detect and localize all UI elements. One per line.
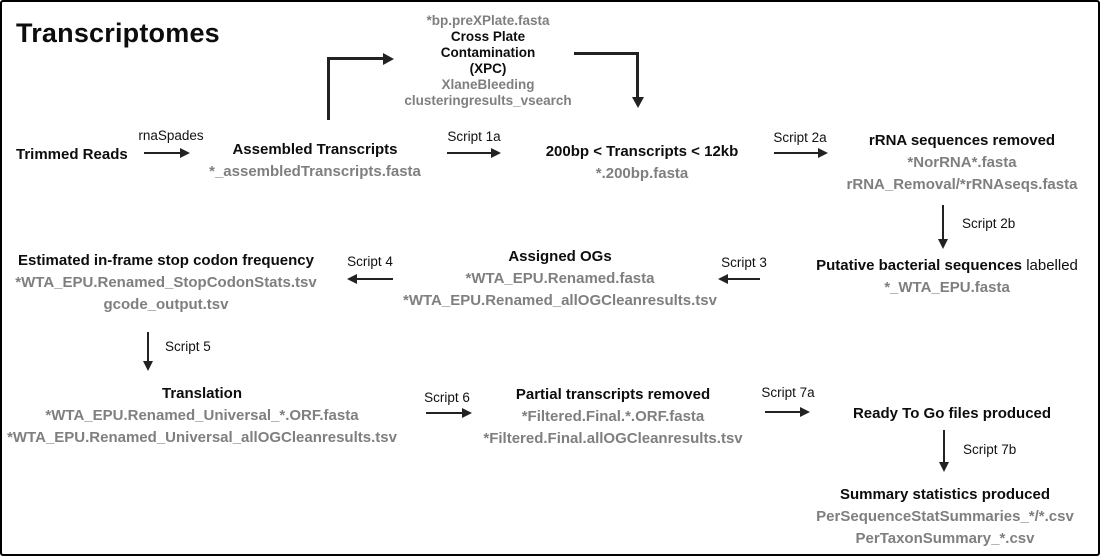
elbow-arrow-from-xpc-line	[636, 52, 639, 97]
node-file: PerTaxonSummary_*.csv	[855, 530, 1035, 547]
node-file: *.200bp.fasta	[595, 165, 689, 182]
node-title: (XPC)	[469, 61, 507, 76]
node-translation: Translation *WTA_EPU.Renamed_Universal_*…	[7, 382, 397, 449]
edge-label-script-6: Script 6	[424, 390, 470, 405]
node-file: *Filtered.Final.allOGCleanresults.tsv	[483, 430, 743, 447]
node-summary-statistics: Summary statistics produced PerSequenceS…	[816, 483, 1074, 550]
edge-label-script-2b: Script 2b	[962, 216, 1016, 231]
node-file: *WTA_EPU.Renamed_allOGCleanresults.tsv	[403, 292, 717, 309]
node-title: Putative bacterial sequences labelled	[816, 254, 1078, 277]
arrow-script-7b-line	[943, 430, 945, 462]
node-title: Ready To Go files produced	[852, 405, 1052, 422]
arrow-script-1a-line	[447, 152, 491, 154]
node-title: Cross Plate	[450, 29, 526, 44]
arrow-right-icon	[462, 408, 472, 418]
node-title: Contamination	[440, 45, 536, 60]
arrow-rnaspades-line	[144, 152, 180, 154]
arrow-script-4-line	[357, 278, 393, 280]
node-title: Assigned OGs	[508, 248, 612, 265]
node-title: Summary statistics produced	[839, 486, 1051, 503]
node-title: Estimated in-frame stop codon frequency	[18, 252, 314, 269]
node-title: Translation	[161, 385, 243, 402]
elbow-arrow-to-xpc-line	[327, 57, 383, 60]
node-file: *_assembledTranscripts.fasta	[209, 163, 421, 180]
edge-label-script-7b: Script 7b	[963, 442, 1017, 457]
edge-label-script-4: Script 4	[347, 254, 393, 269]
node-partial-transcripts-removed: Partial transcripts removed *Filtered.Fi…	[483, 383, 742, 450]
arrow-right-icon	[180, 148, 190, 158]
edge-label-script-2a: Script 2a	[773, 130, 827, 145]
arrow-right-icon	[383, 52, 394, 65]
arrow-script-3-line	[728, 278, 760, 280]
node-rrna-sequences-removed: rRNA sequences removed *NorRNA*.fasta rR…	[847, 129, 1078, 196]
arrow-down-icon	[938, 239, 948, 249]
node-file: *WTA_EPU.Renamed_StopCodonStats.tsv	[15, 274, 317, 291]
arrow-down-icon	[143, 361, 153, 371]
node-assigned-ogs: Assigned OGs *WTA_EPU.Renamed.fasta *WTA…	[403, 245, 717, 312]
node-putative-bacterial-labelled: Putative bacterial sequences labelled *_…	[816, 254, 1078, 299]
node-file: *WTA_EPU.Renamed.fasta	[465, 270, 655, 287]
arrow-script-6-line	[426, 412, 462, 414]
node-trimmed-reads: Trimmed Reads	[16, 143, 128, 166]
arrow-right-icon	[800, 407, 810, 417]
node-file: *WTA_EPU.Renamed_Universal_allOGCleanres…	[7, 429, 397, 446]
node-size-filter: 200bp < Transcripts < 12kb *.200bp.fasta	[546, 140, 739, 185]
arrow-left-icon	[718, 274, 728, 284]
elbow-arrow-from-xpc-line	[574, 52, 639, 55]
node-title-bold: Putative bacterial sequences	[816, 257, 1027, 274]
arrow-script-2a-line	[774, 152, 818, 154]
node-file: *_WTA_EPU.fasta	[884, 279, 1010, 296]
node-title: Trimmed Reads	[16, 146, 128, 163]
edge-label-script-3: Script 3	[721, 255, 767, 270]
node-assembled-transcripts: Assembled Transcripts *_assembledTranscr…	[209, 138, 421, 183]
node-file: rRNA_Removal/*rRNAseqs.fasta	[846, 176, 1078, 193]
arrow-down-icon	[631, 97, 644, 108]
edge-label-script-7a: Script 7a	[761, 385, 815, 400]
arrow-right-icon	[491, 148, 501, 158]
node-title: Partial transcripts removed	[515, 386, 711, 403]
arrow-script-5-line	[147, 332, 149, 361]
node-file: *WTA_EPU.Renamed_Universal_*.ORF.fasta	[45, 407, 359, 424]
node-title: Assembled Transcripts	[232, 141, 398, 158]
node-file: *NorRNA*.fasta	[907, 154, 1017, 171]
node-title: rRNA sequences removed	[868, 132, 1056, 149]
edge-label-script-1a: Script 1a	[447, 129, 501, 144]
page-title: Transcriptomes	[16, 18, 220, 48]
node-file: PerSequenceStatSummaries_*/*.csv	[816, 508, 1074, 525]
arrow-script-2b-line	[942, 205, 944, 239]
node-cross-plate-contamination: *bp.preXPlate.fasta Cross Plate Contamin…	[404, 13, 571, 109]
node-file: *bp.preXPlate.fasta	[426, 13, 550, 28]
arrow-script-7a-line	[765, 411, 800, 413]
edge-label-rnaspades: rnaSpades	[138, 128, 204, 143]
node-file: clusteringresults_vsearch	[404, 93, 572, 108]
node-file: XlaneBleeding	[441, 77, 535, 92]
node-stop-codon-frequency: Estimated in-frame stop codon frequency …	[15, 249, 316, 316]
node-title: 200bp < Transcripts < 12kb	[545, 143, 739, 160]
arrow-left-icon	[347, 274, 357, 284]
arrow-right-icon	[818, 148, 828, 158]
elbow-arrow-to-xpc-line	[327, 57, 330, 120]
node-file: gcode_output.tsv	[103, 296, 229, 313]
edge-label-script-5: Script 5	[165, 339, 211, 354]
node-file: *Filtered.Final.*.ORF.fasta	[521, 408, 705, 425]
node-title-regular: labelled	[1026, 257, 1078, 274]
node-ready-to-go: Ready To Go files produced	[853, 402, 1051, 425]
arrow-down-icon	[939, 462, 949, 472]
